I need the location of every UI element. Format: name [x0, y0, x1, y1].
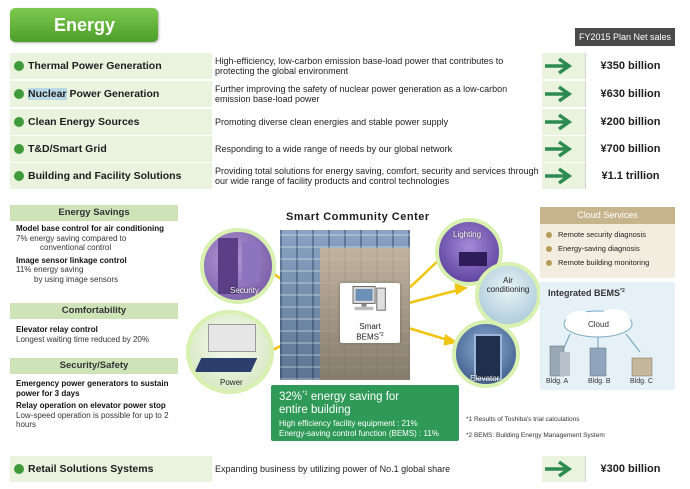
business-description: Responding to a wide range of needs by o…	[212, 136, 542, 162]
bullet-icon	[546, 246, 552, 252]
energy-savings-item-text: conventional control	[40, 243, 112, 252]
business-row-building-facility: Building and Facility Solutions Providin…	[10, 163, 675, 189]
energy-savings-heading: Energy Savings	[10, 205, 178, 221]
comfortability-heading: Comfortability	[10, 303, 178, 319]
net-sales-value: ¥350 billion	[585, 53, 675, 79]
business-description: Expanding business by utilizing power of…	[212, 456, 542, 482]
bems-network-illustration	[549, 309, 653, 377]
air-conditioning-bubble: Air conditioning	[475, 262, 541, 328]
bullet-icon	[14, 171, 24, 181]
net-sales-value: ¥200 billion	[585, 109, 675, 135]
cloud-service-item: Energy-saving diagnosis	[546, 242, 669, 256]
business-row-nuclear: Nuclear Power Generation Further improvi…	[10, 81, 675, 107]
arrow-right-icon	[545, 167, 573, 185]
energy-savings-item-text: by using image sensors	[34, 274, 119, 284]
elevator-label: Elevator	[470, 374, 500, 383]
arrow-right-icon	[545, 460, 573, 478]
integrated-bems-panel: Integrated BEMS*2 Cloud Bldg. A Bldg. B …	[540, 282, 675, 390]
building-c-label: Bldg. C	[630, 378, 653, 385]
net-sales-header: FY2015 Plan Net sales	[575, 28, 675, 46]
business-name: Retail Solutions Systems	[28, 463, 154, 475]
bullet-icon	[14, 117, 24, 127]
comfortability-panel: Elevator relay control Longest waiting t…	[10, 320, 178, 350]
business-name: Building and Facility Solutions	[28, 170, 182, 182]
comfortability-item-title: Elevator relay control	[16, 325, 98, 334]
energy-savings-panel: Model base control for air conditioning …	[10, 222, 178, 298]
security-safety-item-text: Low-speed operation is possible for up t…	[16, 410, 169, 430]
security-safety-item-title: Emergency power generators to sustain po…	[16, 379, 169, 398]
cloud-services-panel: Remote security diagnosis Energy-saving …	[540, 224, 675, 278]
business-row-thermal: Thermal Power Generation High-efficiency…	[10, 53, 675, 79]
energy-savings-item-title: Image sensor linkage control	[16, 255, 127, 265]
footnote-2: *2 BEMS: Building Energy Management Syst…	[466, 432, 605, 439]
lighting-label: Lighting	[453, 230, 482, 239]
cloud-label: Cloud	[588, 320, 609, 329]
arrow-right-icon	[545, 113, 573, 131]
business-description: Further improving the safety of nuclear …	[212, 81, 542, 107]
arrow-right-icon	[545, 57, 573, 75]
security-safety-heading: Security/Safety	[10, 358, 178, 374]
integrated-bems-title: Integrated BEMS*2	[548, 288, 625, 298]
business-description: Providing total solutions for energy sav…	[212, 163, 542, 189]
business-row-td-smart-grid: T&D/Smart Grid Responding to a wide rang…	[10, 136, 675, 162]
building-b-label: Bldg. B	[588, 378, 611, 385]
net-sales-value: ¥1.1 trillion	[585, 163, 675, 189]
arrow-right-icon	[545, 140, 573, 158]
security-safety-panel: Emergency power generators to sustain po…	[10, 375, 178, 439]
energy-savings-item-title: Model base control for air conditioning	[16, 224, 165, 233]
security-bubble: Security	[200, 228, 276, 304]
net-sales-value: ¥630 billion	[585, 81, 675, 107]
cloud-service-item: Remote security diagnosis	[546, 228, 669, 242]
bullet-icon	[14, 144, 24, 154]
cloud-services-heading: Cloud Services	[540, 207, 675, 224]
business-name: Power Generation	[66, 88, 160, 100]
net-sales-value: ¥300 billion	[585, 456, 675, 482]
air-conditioning-label: Air conditioning	[486, 276, 530, 294]
cloud-service-item: Remote building monitoring	[546, 256, 669, 270]
page-title: Energy	[10, 8, 158, 42]
business-description: High-efficiency, low-carbon emission bas…	[212, 53, 542, 79]
footnote-1: *1 Results of Toshiba's trial calculatio…	[466, 416, 580, 423]
business-row-clean-energy: Clean Energy Sources Promoting diverse c…	[10, 109, 675, 135]
business-description: Promoting diverse clean energies and sta…	[212, 109, 542, 135]
security-label: Security	[230, 286, 259, 295]
power-label: Power	[220, 378, 243, 387]
arrow-right-icon	[545, 85, 573, 103]
elevator-bubble: Elevator	[452, 320, 520, 388]
business-name: Clean Energy Sources	[28, 116, 140, 128]
computer-icon	[352, 285, 386, 311]
bullet-icon	[14, 61, 24, 71]
power-bubble: Power	[186, 310, 274, 394]
bems-label: Smart BEMS*2	[356, 322, 384, 342]
building-a-label: Bldg. A	[546, 378, 569, 385]
energy-savings-item-text: 11% energy saving	[16, 265, 84, 274]
smart-community-center-title: Smart Community Center	[286, 211, 430, 223]
business-row-retail: Retail Solutions Systems Expanding busin…	[10, 456, 675, 482]
bullet-icon	[546, 232, 552, 238]
bullet-icon	[14, 464, 24, 474]
energy-savings-item-text: 7% energy saving compared to	[16, 233, 127, 243]
net-sales-value: ¥700 billion	[585, 136, 675, 162]
energy-saving-summary: 32%*1 energy saving for entire building …	[271, 385, 459, 441]
bullet-icon	[14, 89, 24, 99]
business-name: Thermal Power Generation	[28, 60, 162, 72]
business-name: T&D/Smart Grid	[28, 143, 107, 155]
business-name-highlight: Nuclear	[28, 88, 67, 100]
security-safety-item-title: Relay operation on elevator power stop	[16, 401, 166, 410]
bullet-icon	[546, 260, 552, 266]
comfortability-item-text: Longest waiting time reduced by 20%	[16, 334, 149, 344]
smart-bems-panel: Smart BEMS*2	[340, 283, 400, 343]
